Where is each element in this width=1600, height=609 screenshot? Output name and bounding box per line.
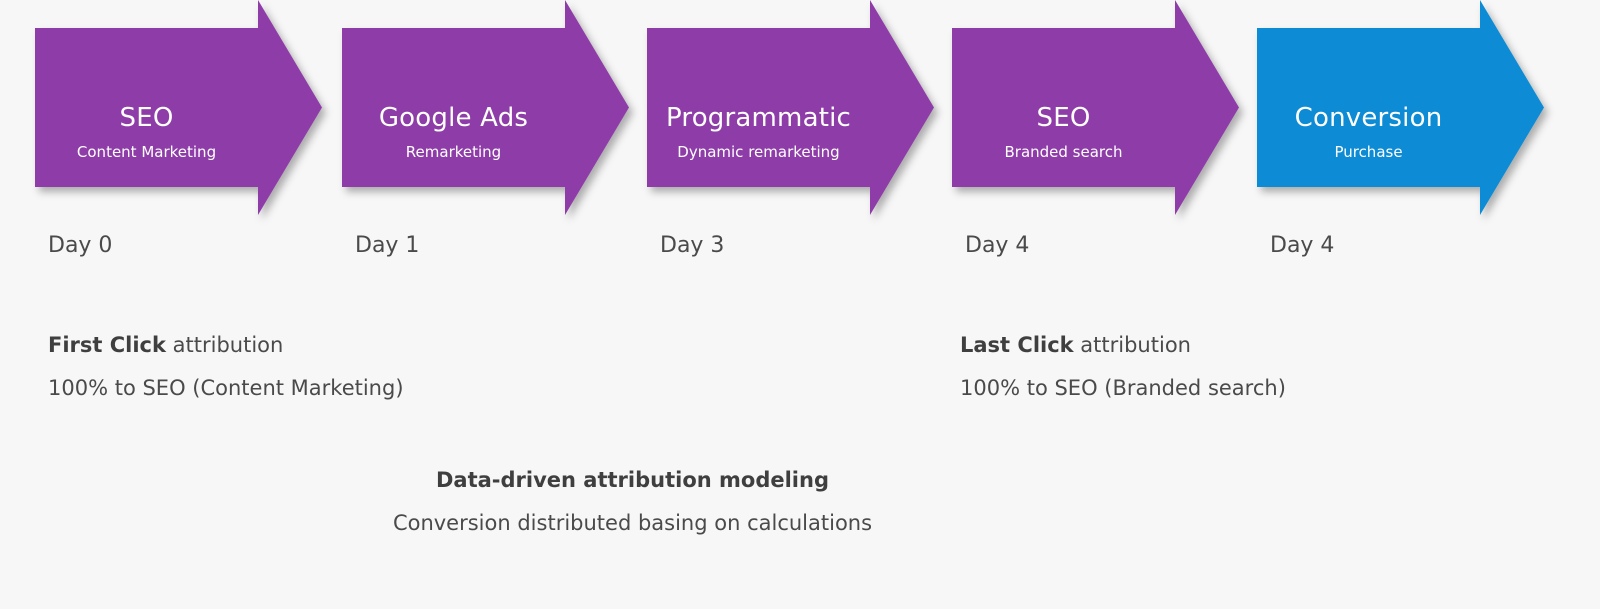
- last-click-bold: Last Click: [960, 333, 1074, 357]
- arrow-shape-icon: [647, 0, 934, 215]
- first-click-heading: First Click attribution: [48, 335, 404, 356]
- first-click-attribution-note: First Click attribution 100% to SEO (Con…: [48, 335, 404, 399]
- flow-step-1[interactable]: SEO Content Marketing Day 0: [35, 0, 345, 280]
- arrow-shape-icon: [342, 0, 629, 215]
- flow-step-day: Day 4: [1270, 233, 1335, 258]
- last-click-rest: attribution: [1073, 333, 1191, 357]
- last-click-detail: 100% to SEO (Branded search): [960, 376, 1286, 400]
- flow-step-5-conversion[interactable]: Conversion Purchase Day 4: [1257, 0, 1567, 280]
- flow-step-day: Day 3: [660, 233, 725, 258]
- flow-step-4[interactable]: SEO Branded search Day 4: [952, 0, 1262, 280]
- flow-step-day: Day 1: [355, 233, 420, 258]
- footer-title: Data-driven attribution modeling: [436, 468, 829, 492]
- footer-subtitle: Conversion distributed basing on calcula…: [392, 511, 873, 535]
- first-click-bold: First Click: [48, 333, 166, 357]
- first-click-detail: 100% to SEO (Content Marketing): [48, 376, 404, 400]
- last-click-heading: Last Click attribution: [960, 335, 1286, 356]
- last-click-attribution-note: Last Click attribution 100% to SEO (Bran…: [960, 335, 1286, 399]
- flow-step-day: Day 4: [965, 233, 1030, 258]
- flow-step-2[interactable]: Google Ads Remarketing Day 1: [342, 0, 652, 280]
- arrow-shape-icon: [952, 0, 1239, 215]
- flow-step-3[interactable]: Programmatic Dynamic remarketing Day 3: [647, 0, 957, 280]
- first-click-rest: attribution: [165, 333, 284, 357]
- arrow-shape-icon: [35, 0, 322, 215]
- data-driven-attribution-note: Data-driven attribution modeling Convers…: [0, 470, 1265, 534]
- conversion-path-flow: SEO Content Marketing Day 0 Google Ads R…: [0, 0, 1600, 280]
- arrow-shape-icon: [1257, 0, 1544, 215]
- flow-step-day: Day 0: [48, 233, 113, 258]
